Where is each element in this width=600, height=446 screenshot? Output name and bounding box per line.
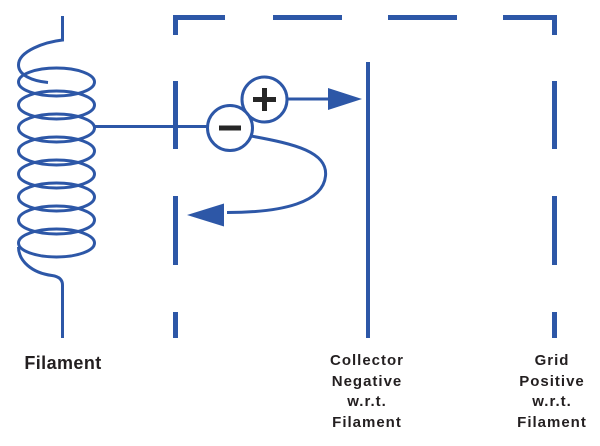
grid-label: Grid Positive w.r.t. Filament	[482, 351, 600, 433]
collector-label-line-4: Filament	[332, 413, 402, 431]
return-arrowhead-icon	[187, 203, 224, 227]
grid-label-line-2: Positive	[519, 372, 585, 390]
tube-top-border	[173, 15, 557, 35]
collector-label-line-3: w.r.t.	[347, 393, 387, 410]
collector-label-line-2: Negative	[331, 372, 403, 390]
coil-bottom-lead	[17, 246, 64, 338]
collector-label-line-1: Collector	[329, 352, 404, 369]
collector-arrow	[287, 88, 362, 110]
collector-label: Collector Negative w.r.t. Filament	[297, 351, 437, 433]
grid-label-line-4: Filament	[517, 413, 587, 431]
minus-icon	[219, 125, 241, 131]
filament-label: Filament	[24, 353, 102, 373]
positive-charge-symbol	[240, 75, 289, 124]
filament-coil-icon	[16, 16, 96, 338]
grid-label-line-1: Grid	[534, 352, 570, 369]
coil-top-lead	[16, 16, 64, 84]
grid-label-line-3: w.r.t.	[532, 393, 572, 410]
return-arrow-curve	[226, 134, 328, 214]
negative-charge-symbol	[206, 104, 254, 152]
plus-icon	[253, 88, 276, 111]
return-arrow	[187, 134, 328, 227]
collector-arrowhead-icon	[328, 88, 362, 110]
